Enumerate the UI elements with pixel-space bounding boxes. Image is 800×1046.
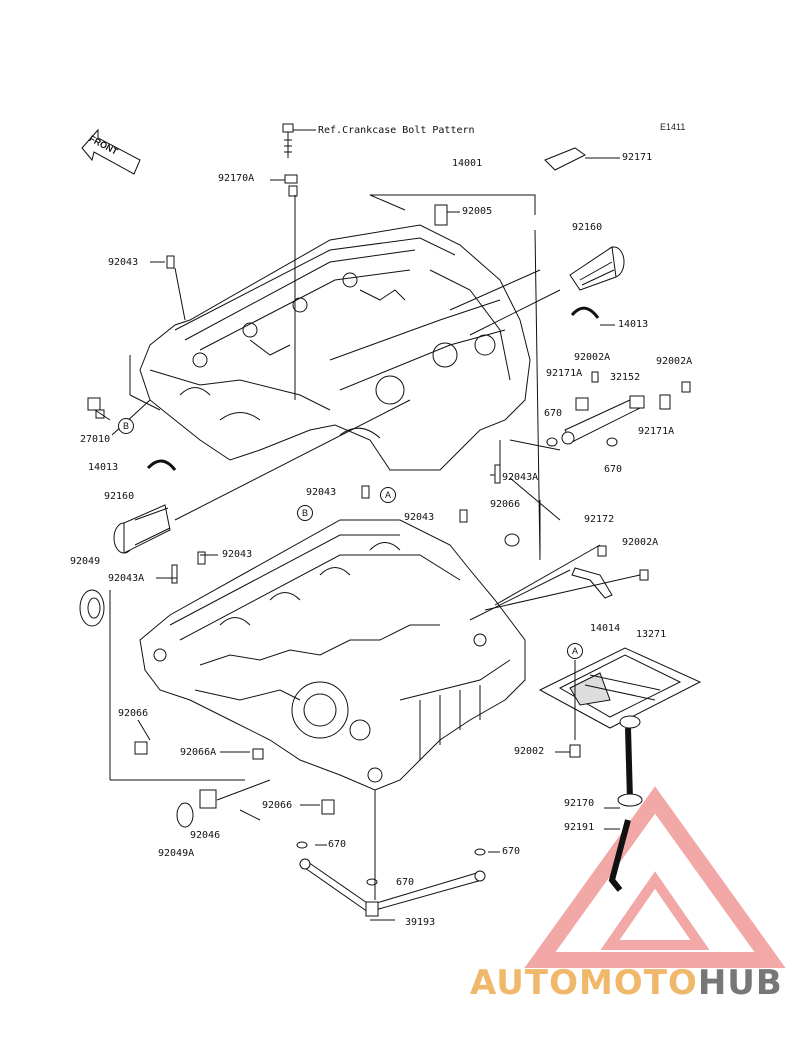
label-92049: 92049 [70,556,101,567]
bracket-14014 [571,545,649,599]
label-27010: 27010 [80,434,111,445]
diagram-code: E1411 [660,122,686,132]
crankcase-bolt [282,123,316,197]
label-670-1: 670 [544,408,563,419]
label-92171A-2: 92171A [638,426,675,437]
leader-lines [94,179,641,921]
label-92066-left: 92066 [118,708,149,719]
label-14014: 14014 [590,623,621,634]
label-bolt-pattern: Ref.Crankcase Bolt Pattern [318,125,475,136]
label-92066A: 92066A [180,747,217,758]
ref-circle-a-upper: A [380,487,396,503]
label-92043-top: 92043 [108,257,139,268]
label-92171: 92171 [622,152,653,163]
watermark-logo: AUTOMOTOHUB [470,963,783,1003]
label-39193: 39193 [405,917,436,928]
lower-crankcase [139,519,526,791]
watermark-text-2: HUB [697,963,783,1003]
label-92002A-3: 92002A [622,537,659,548]
ref-circle-b-lower: B [297,505,313,521]
seal-14013-right [570,306,600,319]
label-670-2: 670 [604,464,623,475]
label-14013-right: 14013 [618,319,649,330]
label-92049A: 92049A [158,848,195,859]
label-92043-mid2: 92043 [404,512,435,523]
label-14001: 14001 [452,158,483,169]
front-arrow-icon [81,128,141,175]
ref-circle-a-lower: A [567,643,583,659]
label-92043-left: 92043 [222,549,253,560]
label-92172: 92172 [584,514,615,525]
label-92043-mid: 92043 [306,487,337,498]
label-92002A-2: 92002A [656,356,693,367]
label-92191: 92191 [564,822,595,833]
label-92005: 92005 [462,206,493,217]
label-92170A: 92170A [218,173,255,184]
seal-92049 [79,589,105,627]
pressure-switch-assembly [546,371,691,447]
ref-circle-b-upper: B [118,418,134,434]
label-92066-bottom: 92066 [262,800,293,811]
seal-14013-left [146,459,177,471]
bearing-92160-right [569,246,625,291]
plate-92171 [544,147,620,171]
label-92170: 92170 [564,798,595,809]
label-92043A-left: 92043A [108,573,145,584]
oil-screen-13271 [538,647,702,729]
watermark-triangle [524,786,786,968]
label-92066-top: 92066 [490,499,521,510]
label-14013-left: 14013 [88,462,119,473]
label-92043A-mid: 92043A [502,472,539,483]
label-670-4: 670 [502,846,521,857]
label-670-5: 670 [396,877,415,888]
label-92002A-1: 92002A [574,352,611,363]
watermark-text-1: AUTOMOTO [470,963,698,1003]
bearing-92160-left [113,504,171,554]
plug-27010 [87,397,105,419]
oil-pipe-92191 [608,727,643,892]
label-92160-right: 92160 [572,222,603,233]
label-92046: 92046 [190,830,221,841]
label-670-3: 670 [328,839,347,850]
label-92160-left: 92160 [104,491,135,502]
upper-crankcase [139,224,531,471]
label-13271: 13271 [636,629,667,640]
pipe-39193 [296,841,486,917]
label-32152: 32152 [610,372,641,383]
label-92171A-1: 92171A [546,368,583,379]
label-92002: 92002 [514,746,545,757]
part-92005 [434,204,448,226]
